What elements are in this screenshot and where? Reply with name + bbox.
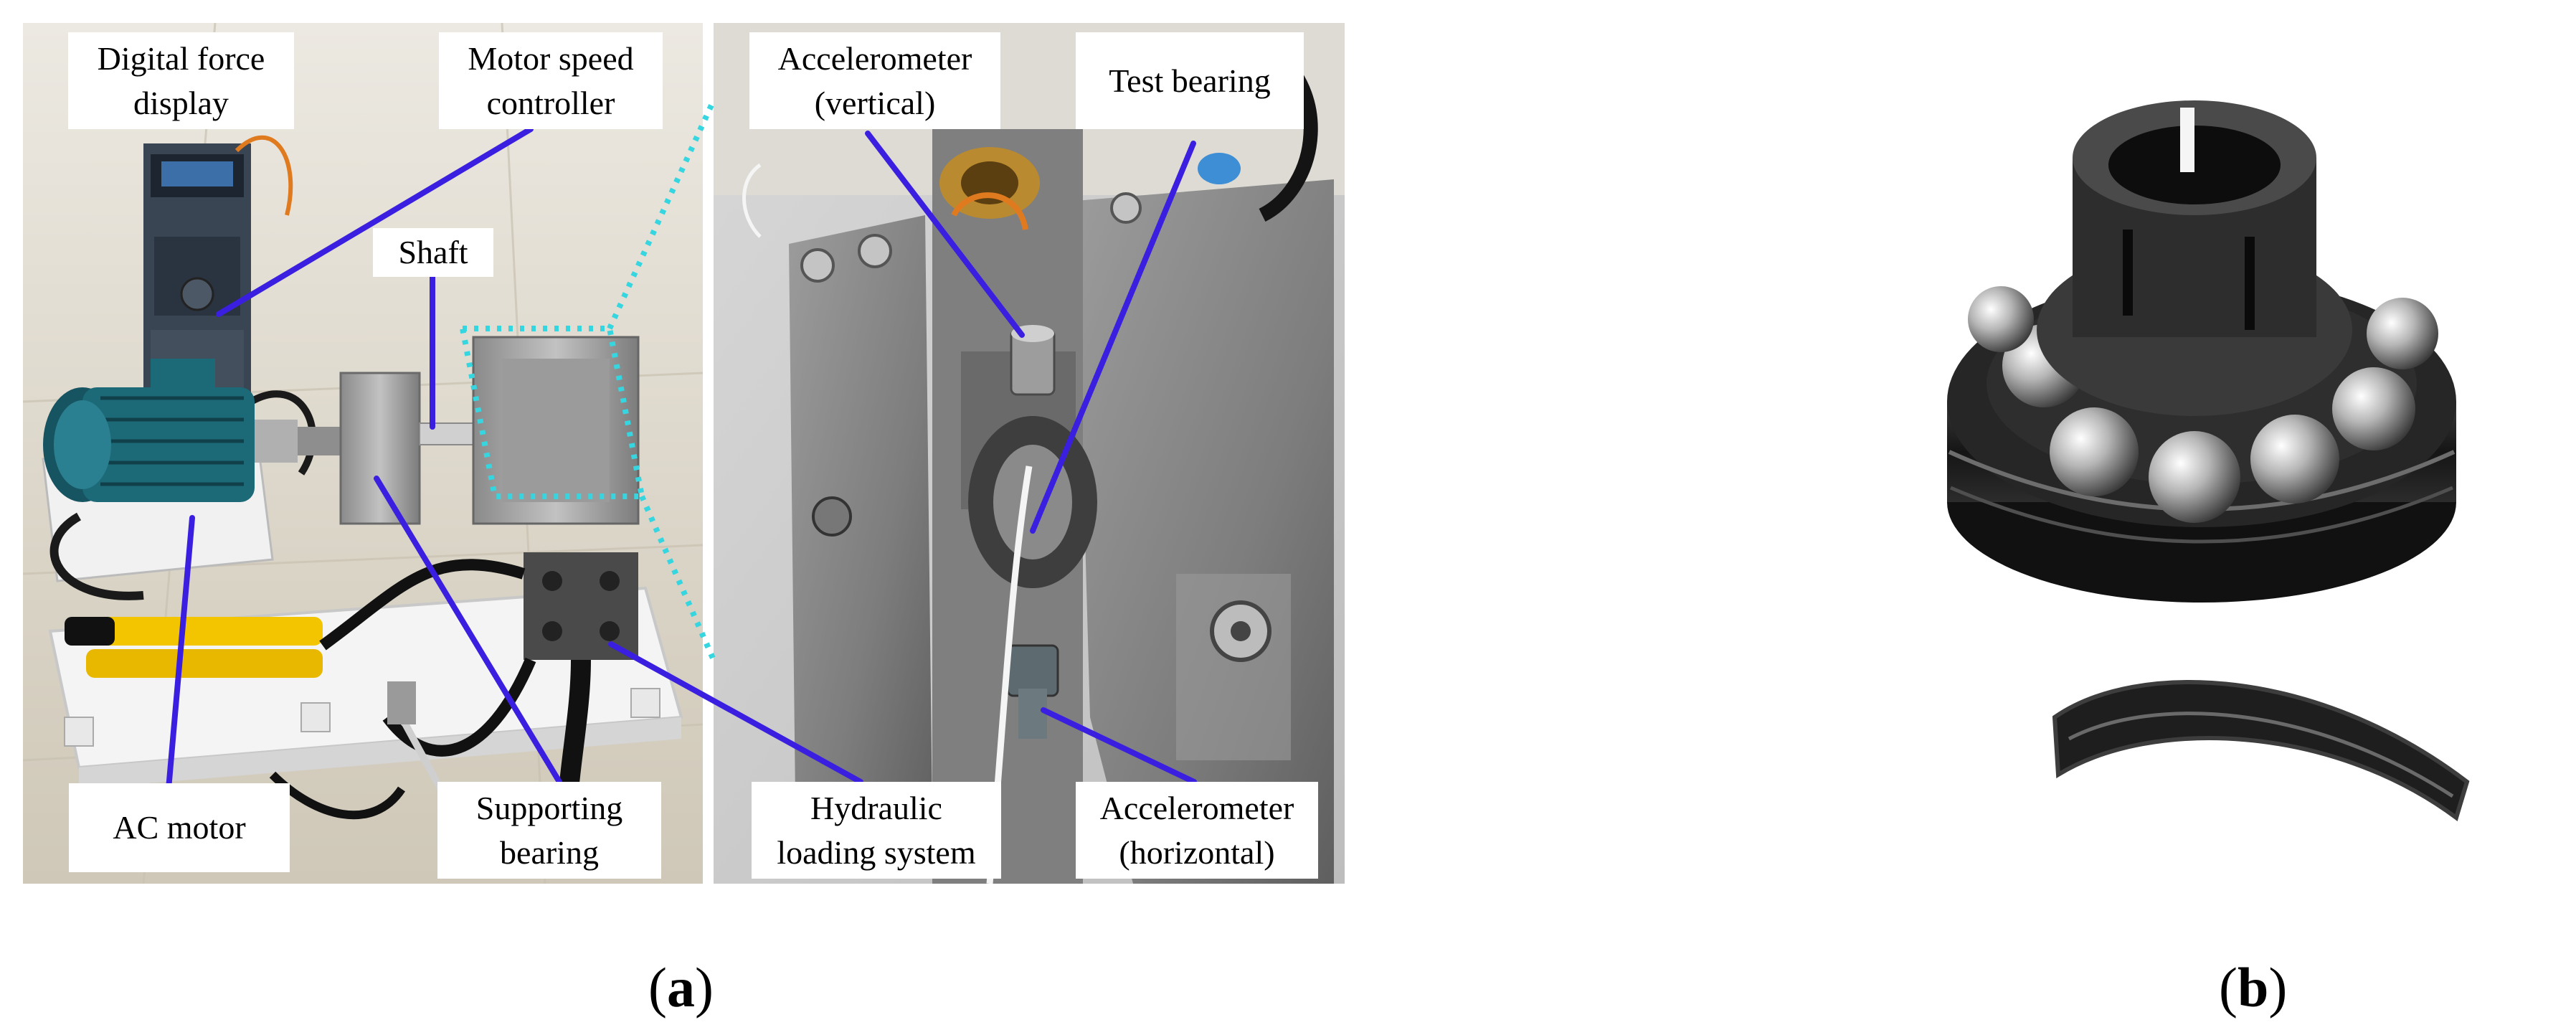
- bearing-balls: [1968, 286, 2438, 523]
- leader-ac-motor: [166, 515, 195, 792]
- label-supporting-bearing: Supporting bearing: [437, 782, 661, 879]
- leader-motor-speed-controller: [216, 126, 534, 317]
- label-shaft: Shaft: [373, 228, 493, 277]
- caption-a-close: ): [694, 956, 714, 1019]
- panel-a-main-photo: [23, 23, 703, 884]
- broken-ring-fragment: [2052, 680, 2470, 821]
- label-hydraulic-loading-system: Hydraulic loading system: [752, 782, 1001, 879]
- label-digital-force-display: Digital force display: [68, 32, 294, 129]
- label-accelerometer-horizontal: Accelerometer (horizontal): [1076, 782, 1318, 879]
- caption-b-close: ): [2268, 956, 2288, 1019]
- label-ac-motor: AC motor: [69, 783, 290, 872]
- leader-lines: [166, 126, 1197, 792]
- label-motor-speed-controller: Motor speed controller: [439, 32, 663, 129]
- panel-b-photo: [1947, 100, 2470, 821]
- caption-b-letter: b: [2237, 956, 2269, 1019]
- panel-a-zoom-photo: [714, 23, 1345, 884]
- leader-test-bearing: [1030, 141, 1196, 534]
- caption-a-letter: a: [666, 956, 695, 1019]
- caption-a-open: (: [648, 956, 667, 1019]
- label-test-bearing: Test bearing: [1076, 32, 1304, 129]
- caption-b: (b): [2219, 955, 2287, 1020]
- label-accelerometer-vertical: Accelerometer (vertical): [749, 32, 1000, 129]
- leader-accel-horizontal: [1041, 707, 1197, 785]
- leader-hydraulic-loading: [608, 641, 863, 785]
- caption-a: (a): [648, 955, 714, 1020]
- zoom-outline: [460, 99, 716, 661]
- leader-supporting-bearing: [374, 476, 562, 785]
- caption-b-open: (: [2219, 956, 2238, 1019]
- leader-accel-vertical: [865, 131, 1025, 338]
